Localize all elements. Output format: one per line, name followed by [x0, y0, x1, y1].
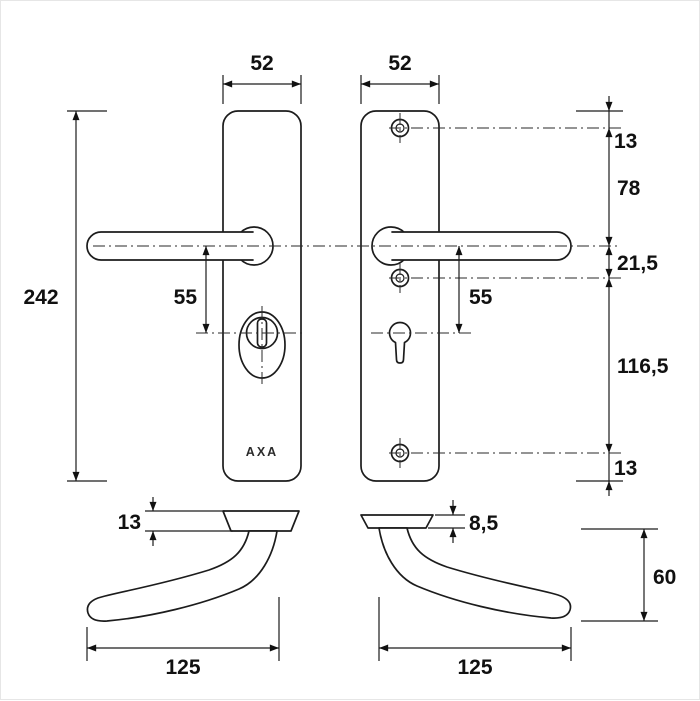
- brand-logo: AXA: [246, 445, 278, 459]
- dimension-plate-width-left: 52: [222, 52, 302, 104]
- dimension-handle-length-left: 125: [86, 597, 280, 679]
- dim-label-125-right: 125: [457, 656, 492, 679]
- dimension-plate-height: 242: [23, 110, 107, 482]
- center-lines: [93, 113, 623, 468]
- dimension-plate-thickness-left: 13: [118, 497, 233, 546]
- right-handle-side-profile: [378, 527, 572, 619]
- dimension-plate-width-right: 52: [360, 52, 440, 104]
- right-backplate: [360, 110, 440, 482]
- dim-label-13-top: 13: [614, 130, 637, 153]
- side-view-right-handle: [360, 514, 572, 619]
- left-handle-side-profile: [86, 530, 278, 622]
- dim-label-242: 242: [23, 286, 58, 309]
- dimension-chain-right: 13 78 21,5 116,5 13: [576, 96, 669, 496]
- front-view-right-plate: [360, 110, 572, 482]
- dim-label-52-left: 52: [250, 52, 273, 75]
- dim-label-78: 78: [617, 177, 641, 200]
- dim-label-60: 60: [653, 566, 676, 589]
- dim-label-8-5: 8,5: [469, 512, 499, 535]
- dim-label-21-5: 21,5: [617, 252, 658, 275]
- dimension-handle-length-right: 125: [378, 597, 572, 679]
- side-view-left-handle: [86, 510, 300, 622]
- dimension-handle-to-cylinder-left: 55: [174, 245, 210, 333]
- dim-label-125-left: 125: [165, 656, 200, 679]
- left-plate-edge-profile: [222, 510, 300, 532]
- dimension-plate-thickness-right: 8,5: [428, 500, 499, 543]
- dim-label-55-left: 55: [174, 286, 198, 309]
- dim-label-13-thickness: 13: [118, 511, 141, 534]
- dim-label-116-5: 116,5: [617, 355, 669, 378]
- dim-label-52-right: 52: [388, 52, 411, 75]
- right-lever-handle: [391, 231, 572, 261]
- left-backplate: [222, 110, 302, 482]
- dim-label-13-bottom: 13: [614, 457, 637, 480]
- dim-label-55-right: 55: [469, 286, 493, 309]
- dimension-handle-to-cylinder-right: 55: [455, 245, 493, 333]
- dimension-handle-height: 60: [581, 528, 676, 622]
- right-plate-edge-profile: [360, 514, 434, 529]
